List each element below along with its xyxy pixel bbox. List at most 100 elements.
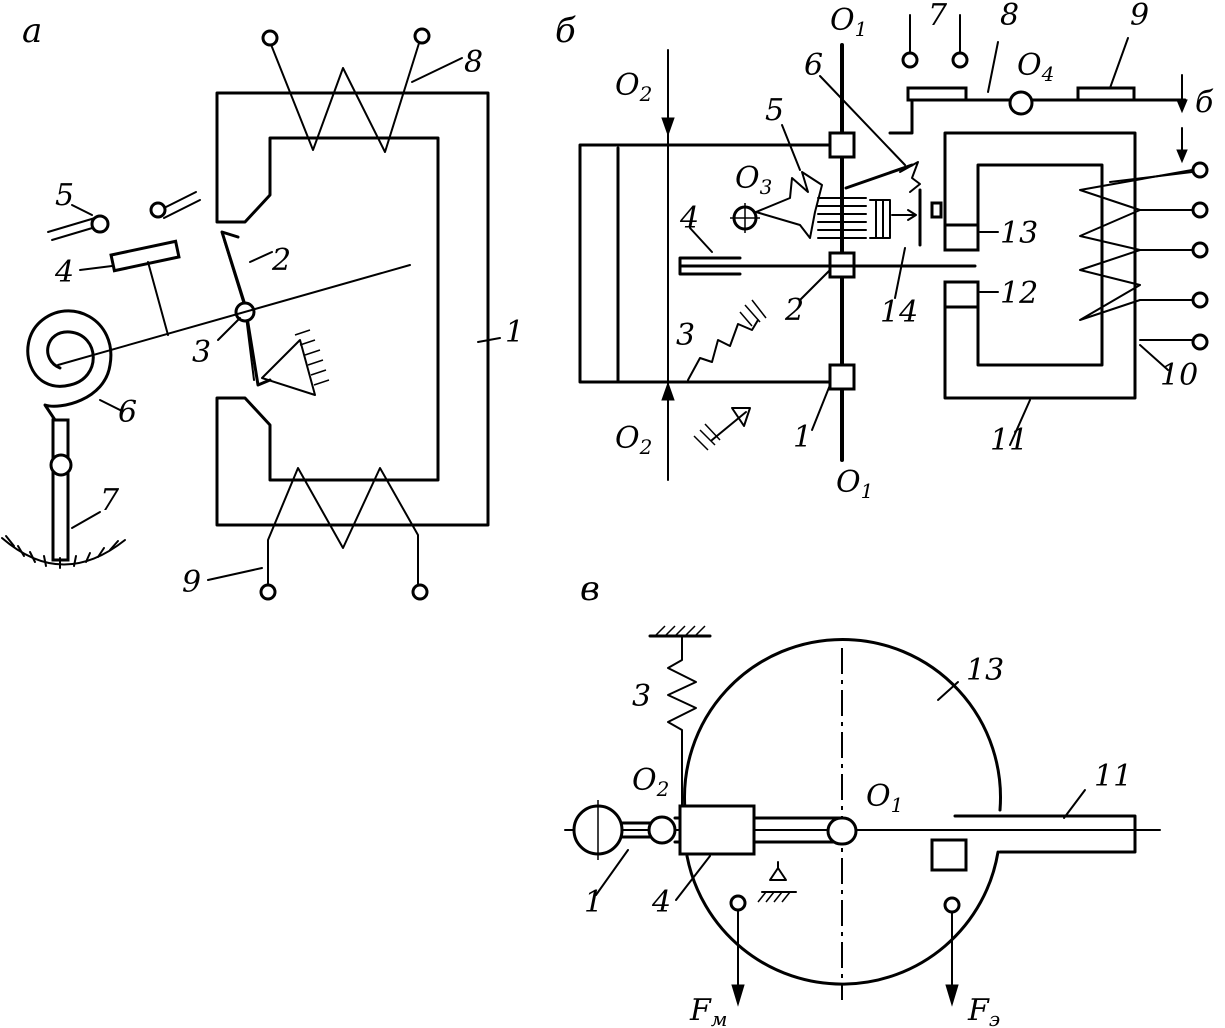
top-coil-terminal-left [261, 29, 279, 47]
leader-7 [71, 511, 101, 529]
label-b-2: 2 [784, 293, 804, 328]
label-b-13: 13 [1000, 216, 1038, 251]
pivot-o4 [1008, 90, 1034, 116]
armature-support [261, 339, 316, 396]
top-coil [269, 39, 421, 153]
winding-terminal-2 [1191, 201, 1209, 219]
label-c-1: 1 [584, 885, 603, 920]
label-a-1: 1 [505, 315, 524, 350]
label-c-o2: O2 [632, 763, 669, 801]
winding-terminal-4 [1191, 291, 1209, 309]
spring-3-anchor [739, 299, 767, 327]
leader-b-9 [1109, 37, 1129, 89]
adjust-arrow-hatch [693, 423, 721, 451]
label-b-11: 11 [990, 423, 1028, 458]
stop-block [930, 201, 943, 219]
spring-ground-hatch [654, 625, 706, 637]
bearing-bottom [828, 363, 856, 391]
magnet-11 [953, 814, 1137, 854]
magnet-pole [930, 838, 968, 872]
fulcrum-hatch [757, 891, 791, 903]
axis-o2-top: O2 [615, 68, 652, 106]
contact-4-stem [147, 261, 169, 336]
spring-3-c [667, 635, 697, 811]
lever-line [57, 264, 411, 366]
adjust-arrow-shaft [711, 411, 747, 441]
top-coil-terminal-right [413, 27, 431, 45]
pawl-6-tip [899, 161, 921, 193]
winding-10-leads [1109, 171, 1193, 341]
leader-b-2 [799, 269, 831, 301]
label-b-8: 8 [1000, 0, 1019, 33]
lever-4-block [678, 804, 756, 856]
leader-b-5 [781, 124, 801, 171]
leader-b-10 [1139, 344, 1169, 371]
bottom-coil [267, 467, 419, 591]
label-o4: O4 [1017, 48, 1054, 86]
label-a-6: 6 [118, 395, 137, 430]
leader-c-13 [937, 681, 959, 701]
label-c-11: 11 [1094, 759, 1132, 794]
axis-o2-bottom: O2 [615, 421, 652, 459]
section-arrow-top-head [1176, 99, 1188, 114]
axis-o1-bottom: O1 [836, 465, 873, 503]
disc-13-upper [683, 637, 1002, 812]
contact-4 [109, 239, 181, 273]
panel-b-letter: б [555, 11, 576, 51]
label-force-m: Fм [689, 993, 727, 1028]
leader-b-1 [811, 384, 831, 431]
label-b-7: 7 [928, 0, 948, 33]
section-arrow-bottom-head [1176, 149, 1188, 164]
spring-3 [687, 319, 759, 381]
label-b-6: 6 [804, 48, 823, 83]
contact-5-fixed-tip [149, 201, 167, 219]
label-a-4: 4 [54, 255, 74, 290]
leader-3 [217, 317, 241, 341]
gear-stack [817, 197, 867, 239]
leader-c-11 [1063, 789, 1086, 819]
leader-5 [71, 204, 93, 216]
axis-o2-bottom-arrow [661, 381, 675, 401]
label-a-8: 8 [464, 45, 483, 80]
label-a-7: 7 [100, 483, 120, 518]
contact-9-pad [1076, 86, 1136, 102]
leader-c-1 [595, 849, 629, 896]
label-b-14: 14 [880, 295, 918, 330]
bearing-top [828, 131, 856, 159]
leader-4 [79, 265, 113, 271]
label-b-10: 10 [1160, 358, 1198, 393]
label-a-5: 5 [55, 178, 74, 213]
label-c-3: 3 [632, 679, 651, 714]
contact-8-pad [906, 86, 968, 102]
label-b-12: 12 [1000, 276, 1038, 311]
contact-7-left-tip [901, 51, 919, 69]
support-hatching [294, 329, 330, 386]
pointer-pivot [49, 453, 73, 477]
magnetic-core [215, 91, 490, 527]
winding-terminal-3 [1191, 241, 1209, 259]
label-b-9: 9 [1130, 0, 1149, 33]
leader-6 [99, 399, 121, 411]
comb-14-arrow [891, 209, 917, 221]
moving-frame [578, 143, 844, 384]
force-e-arrow-head [945, 984, 959, 1007]
pawl-6 [844, 163, 914, 190]
winding-terminal-5 [1191, 333, 1209, 351]
pole-12 [943, 280, 980, 309]
contact-5-fixed [159, 191, 201, 219]
leader-1 [477, 337, 501, 343]
scale-ticks [5, 535, 119, 569]
label-c-13: 13 [966, 653, 1004, 688]
force-m-point [729, 894, 747, 912]
label-a-3: 3 [192, 335, 211, 370]
armature-8 [888, 98, 1187, 135]
contact-4-b [678, 256, 742, 276]
panel-c: в O2 O1 [564, 569, 1161, 1028]
panel-a-letter: а [22, 11, 42, 51]
label-force-e: Fэ [967, 993, 1000, 1028]
leader-b-8 [987, 41, 999, 93]
axis-o2-top-arrow [661, 117, 675, 137]
panel-a: а [1, 11, 524, 601]
label-b-3: 3 [676, 318, 695, 353]
